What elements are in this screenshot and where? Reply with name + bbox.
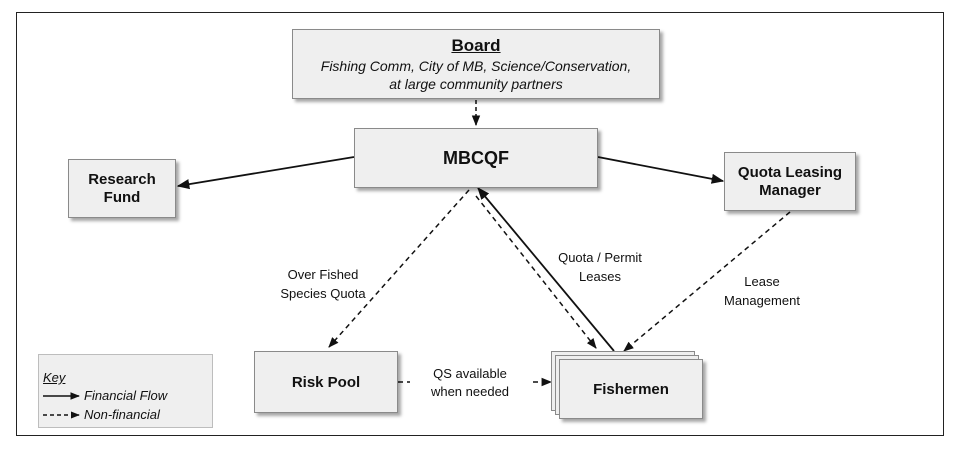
label-lease-line2: Management bbox=[724, 292, 800, 308]
label-overfished-line2: Species Quota bbox=[280, 285, 366, 301]
board-subtitle-line1: Fishing Comm, City of MB, Science/Conser… bbox=[320, 57, 632, 74]
legend-title: Key bbox=[43, 370, 66, 385]
edge-quota-manager-to-fishermen bbox=[623, 211, 791, 352]
legend-lines bbox=[43, 392, 80, 419]
edge-fishermen-to-mbcqf bbox=[477, 187, 615, 352]
label-lease-line1: Lease bbox=[744, 274, 780, 289]
risk-pool-label: Risk Pool bbox=[291, 373, 361, 391]
research-fund-line2: Fund bbox=[103, 188, 141, 206]
label-qs-line1: QS available bbox=[433, 366, 507, 381]
edge-mbcqf-to-quota-manager bbox=[597, 156, 725, 184]
legend: Key Financial Flow Non-financial bbox=[38, 354, 213, 428]
fishermen-label: Fishermen bbox=[593, 380, 669, 398]
legend-nonfinancial-label: Non-financial bbox=[84, 407, 160, 422]
label-quota-permit: Quota / Permit Leases bbox=[540, 249, 660, 287]
board-subtitle-line2: at large community partners bbox=[389, 76, 563, 93]
board-node: Board Fishing Comm, City of MB, Science/… bbox=[292, 29, 660, 99]
legend-financial-label: Financial Flow bbox=[84, 388, 168, 403]
label-overfished: Over Fished Species Quota bbox=[268, 266, 378, 304]
quota-manager-line2: Manager bbox=[759, 181, 821, 199]
risk-pool-node: Risk Pool bbox=[254, 351, 398, 413]
diagram-frame bbox=[16, 12, 944, 436]
board-title: Board bbox=[451, 35, 501, 55]
quota-manager-line1: Quota Leasing bbox=[737, 164, 843, 182]
fishermen-node: Fishermen bbox=[559, 359, 703, 419]
label-qs-line2: when needed bbox=[430, 383, 510, 399]
label-quota-permit-line1: Quota / Permit bbox=[558, 250, 642, 265]
label-overfished-line1: Over Fished bbox=[287, 267, 359, 282]
edge-mbcqf-to-risk-pool bbox=[328, 189, 470, 348]
label-quota-permit-line2: Leases bbox=[579, 268, 621, 284]
research-fund-line1: Research bbox=[88, 171, 156, 189]
label-qs-available: QS available when needed bbox=[410, 365, 530, 401]
quota-manager-node: Quota Leasing Manager bbox=[724, 152, 856, 211]
mbcqf-label: MBCQF bbox=[443, 147, 509, 168]
research-fund-node: Research Fund bbox=[68, 159, 176, 218]
edge-mbcqf-to-research-fund bbox=[176, 156, 355, 190]
label-lease-management: Lease Management bbox=[706, 273, 818, 311]
mbcqf-node: MBCQF bbox=[354, 128, 598, 188]
